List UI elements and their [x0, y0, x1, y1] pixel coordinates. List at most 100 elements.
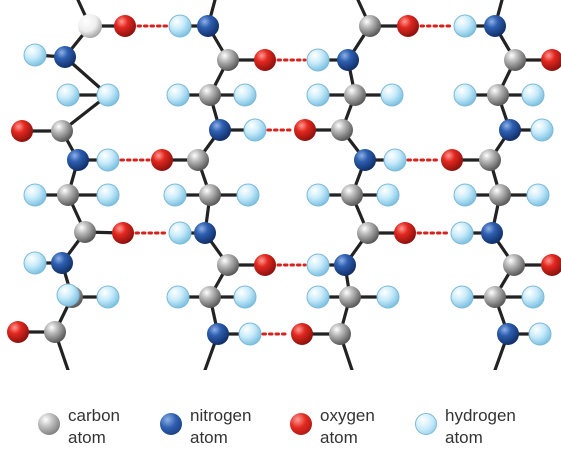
hydrogen-atom — [168, 221, 192, 245]
hydrogen-atom — [238, 322, 262, 346]
hydrogen-swatch-icon — [415, 413, 437, 435]
atoms — [7, 14, 561, 346]
nitrogen-atom — [497, 323, 519, 345]
hydrogen-atom — [233, 83, 257, 107]
carbon-atom — [341, 184, 363, 206]
carbon-swatch-icon — [38, 413, 60, 435]
carbon-atom — [344, 84, 366, 106]
carbon-atom — [187, 149, 209, 171]
oxygen-swatch-icon — [290, 413, 312, 435]
carbon-atom — [44, 321, 66, 343]
hydrogen-bonds — [119, 24, 454, 336]
hydrogen-atom — [453, 183, 477, 207]
hydrogen-atom — [236, 183, 260, 207]
oxygen-atom — [112, 222, 134, 244]
nitrogen-atom — [194, 222, 216, 244]
hydrogen-atom — [163, 183, 187, 207]
hydrogen-atom — [56, 283, 80, 307]
carbon-atom — [57, 184, 79, 206]
carbon-atom — [357, 222, 379, 244]
bonds — [16, 0, 554, 370]
carbon-atom — [74, 221, 96, 243]
nitrogen-atom — [207, 323, 229, 345]
nitrogen-atom — [51, 252, 73, 274]
nitrogen-atom — [334, 254, 356, 276]
hydrogen-atom — [306, 83, 330, 107]
legend-label-oxygen: oxygen atom — [320, 406, 375, 447]
hydrogen-atom — [96, 148, 120, 172]
oxygen-atom — [394, 222, 416, 244]
oxygen-atom — [151, 149, 173, 171]
white-atom — [78, 14, 102, 38]
carbon-atom — [199, 184, 221, 206]
carbon-atom — [217, 49, 239, 71]
carbon-atom — [51, 120, 73, 142]
hydrogen-atom — [450, 221, 474, 245]
oxygen-atom — [541, 49, 561, 71]
legend-label-carbon: carbon atom — [68, 406, 120, 447]
hydrogen-atom — [376, 183, 400, 207]
carbon-atom — [503, 254, 525, 276]
oxygen-atom — [7, 321, 29, 343]
nitrogen-atom — [499, 119, 521, 141]
nitrogen-atom — [481, 222, 503, 244]
carbon-atom — [339, 286, 361, 308]
beta-sheet-diagram — [7, 0, 561, 370]
hydrogen-atom — [23, 183, 47, 207]
hydrogen-atom — [376, 285, 400, 309]
nitrogen-atom — [67, 149, 89, 171]
hydrogen-atom — [56, 83, 80, 107]
oxygen-atom — [397, 15, 419, 37]
hydrogen-atom — [168, 14, 192, 38]
hydrogen-atom — [23, 251, 47, 275]
hydrogen-atom — [233, 285, 257, 309]
hydrogen-atom — [96, 183, 120, 207]
legend-label-nitrogen: nitrogen atom — [190, 406, 252, 447]
hydrogen-atom — [380, 83, 404, 107]
hydrogen-atom — [530, 118, 554, 142]
carbon-atom — [217, 254, 239, 276]
carbon-atom — [484, 286, 506, 308]
oxygen-atom — [11, 120, 33, 142]
hydrogen-atom — [526, 183, 550, 207]
hydrogen-atom — [306, 48, 330, 72]
hydrogen-atom — [166, 83, 190, 107]
carbon-atom — [331, 119, 353, 141]
nitrogen-atom — [354, 149, 376, 171]
hydrogen-atom — [306, 285, 330, 309]
hydrogen-atom — [96, 83, 120, 107]
oxygen-atom — [114, 15, 136, 37]
hydrogen-atom — [450, 285, 474, 309]
hydrogen-atom — [306, 253, 330, 277]
nitrogen-atom — [337, 49, 359, 71]
hydrogen-atom — [243, 118, 267, 142]
carbon-atom — [199, 286, 221, 308]
legend: carbon atom nitrogen atom oxygen atom hy… — [0, 405, 561, 465]
legend-label-hydrogen: hydrogen atom — [445, 406, 516, 447]
nitrogen-atom — [484, 15, 506, 37]
carbon-atom — [479, 149, 501, 171]
oxygen-atom — [291, 323, 313, 345]
carbon-atom — [504, 49, 526, 71]
oxygen-atom — [441, 149, 463, 171]
hydrogen-atom — [383, 148, 407, 172]
nitrogen-atom — [197, 15, 219, 37]
hydrogen-atom — [96, 285, 120, 309]
hydrogen-atom — [528, 322, 552, 346]
nitrogen-swatch-icon — [160, 413, 182, 435]
carbon-atom — [489, 184, 511, 206]
hydrogen-atom — [521, 285, 545, 309]
oxygen-atom — [254, 49, 276, 71]
carbon-atom — [329, 323, 351, 345]
nitrogen-atom — [54, 46, 76, 68]
carbon-atom — [199, 84, 221, 106]
nitrogen-atom — [209, 119, 231, 141]
oxygen-atom — [294, 119, 316, 141]
oxygen-atom — [541, 254, 561, 276]
carbon-atom — [487, 84, 509, 106]
hydrogen-atom — [453, 14, 477, 38]
hydrogen-atom — [166, 285, 190, 309]
carbon-atom — [359, 15, 381, 37]
hydrogen-atom — [23, 43, 47, 67]
hydrogen-atom — [453, 83, 477, 107]
